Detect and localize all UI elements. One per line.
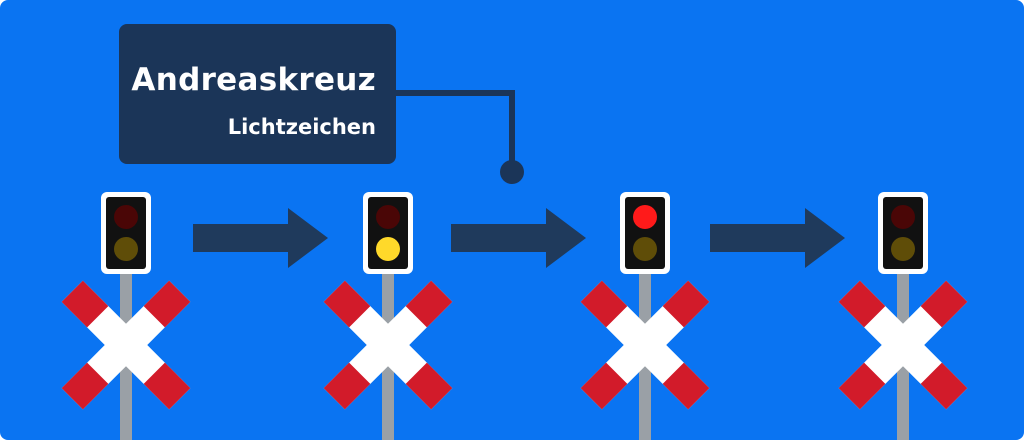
cross-arm-2 (61, 280, 191, 410)
signal-4 (838, 192, 968, 440)
cross-arm-red-end (838, 362, 886, 410)
arrow-1 (193, 208, 328, 268)
cross-arm-red-end (323, 362, 371, 410)
arrow-3 (710, 208, 845, 268)
andreaskreuz-icon (580, 280, 710, 410)
andreaskreuz-icon (838, 280, 968, 410)
cross-arm-red-end (143, 362, 191, 410)
connector-line (396, 90, 515, 170)
cross-arm-red-end (920, 280, 968, 328)
cross-arm-red-end (61, 280, 109, 328)
andreaskreuz-icon (61, 280, 191, 410)
traffic-signal-icon (620, 192, 670, 274)
signal-1 (61, 192, 191, 440)
right-arrow-icon (451, 208, 586, 268)
signal-lamp-top (114, 205, 138, 229)
cross-arm-red-end (61, 362, 109, 410)
label-box: Andreaskreuz Lichtzeichen (119, 24, 396, 164)
label-subtitle: Lichtzeichen (227, 115, 376, 139)
cross-arm-red-end (920, 362, 968, 410)
cross-arm-red-end (662, 362, 710, 410)
signal-lamp-top (891, 205, 915, 229)
right-arrow-icon (710, 208, 845, 268)
cross-arm-red-end (405, 362, 453, 410)
signal-lamp-top (633, 205, 657, 229)
right-arrow-icon (193, 208, 328, 268)
cross-arm-red-end (580, 280, 628, 328)
andreaskreuz-icon (323, 280, 453, 410)
cross-arm-2 (838, 280, 968, 410)
signal-lamp-bottom (114, 237, 138, 261)
signal-lamp-top (376, 205, 400, 229)
cross-arm-red-end (323, 280, 371, 328)
cross-arm-red-end (662, 280, 710, 328)
signal-2 (323, 192, 453, 440)
connector-dot-icon (500, 160, 524, 184)
label-title: Andreaskreuz (131, 62, 376, 98)
cross-arm-red-end (405, 280, 453, 328)
signal-lamp-bottom (376, 237, 400, 261)
traffic-signal-icon (363, 192, 413, 274)
arrow-2 (451, 208, 586, 268)
traffic-signal-icon (878, 192, 928, 274)
cross-arm-2 (580, 280, 710, 410)
cross-arm-red-end (580, 362, 628, 410)
signal-3 (580, 192, 710, 440)
traffic-signal-icon (101, 192, 151, 274)
cross-arm-red-end (838, 280, 886, 328)
cross-arm-2 (323, 280, 453, 410)
signal-lamp-bottom (891, 237, 915, 261)
cross-arm-red-end (143, 280, 191, 328)
signal-lamp-bottom (633, 237, 657, 261)
